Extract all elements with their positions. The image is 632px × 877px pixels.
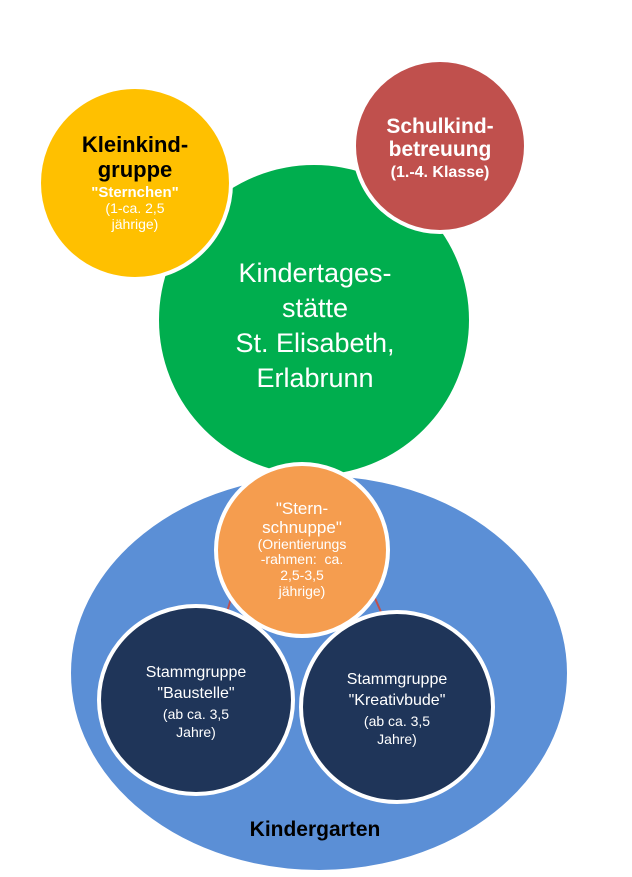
schulkind-circle	[352, 58, 528, 234]
baustelle-line-1: Stammgruppe	[145, 664, 247, 682]
kleinkind-name: "Sternchen"	[91, 183, 179, 201]
baustelle-circle	[97, 604, 295, 796]
kreativbude-circle	[299, 610, 495, 804]
baustelle-line-2: "Baustelle"	[157, 684, 235, 702]
baustelle-line-3: (ab ca. 3,5	[162, 705, 230, 722]
sternschnuppe-line-6: jährige)	[278, 582, 326, 599]
kreativbude-line-2: "Kreativbude"	[348, 691, 446, 709]
kindergarten-title: Kindergarten	[249, 818, 381, 842]
baustelle-label: Stammgruppe "Baustelle" (ab ca. 3,5 Jahr…	[116, 654, 276, 750]
kreativbude-line-3: (ab ca. 3,5	[363, 712, 431, 729]
schulkind-title-1: Schulkind-	[386, 114, 494, 138]
sternschnuppe-line-1: "Stern-	[275, 498, 329, 518]
sternschnuppe-line-3: (Orientierungs	[257, 535, 347, 552]
kita-line-3: St. Elisabeth,	[235, 328, 395, 358]
schulkind-detail: (1.-4. Klasse)	[390, 163, 490, 181]
kita-label: Kindertages- stätte St. Elisabeth, Erlab…	[190, 246, 440, 406]
kita-line-4: Erlabrunn	[256, 363, 374, 394]
kreativbude-line-4: Jahre)	[377, 730, 417, 747]
kleinkind-title-1: Kleinkind-	[81, 132, 189, 158]
kleinkind-title-2: gruppe	[97, 156, 173, 182]
kleinkind-label: Kleinkind- gruppe "Sternchen" (1-ca. 2,5…	[55, 118, 215, 248]
kita-line-1: Kindertages-	[238, 257, 392, 288]
kleinkind-detail-1: (1-ca. 2,5	[105, 200, 165, 217]
kleinkind-circle	[37, 85, 233, 281]
sternschnuppe-line-5: 2,5-3,5	[280, 567, 324, 584]
sternschnuppe-line-2: schnuppe"	[262, 517, 342, 537]
schulkind-title-2: betreuung	[388, 138, 492, 162]
kindergarten-label: Kindergarten	[210, 815, 420, 845]
sternschnuppe-line-4: -rahmen: ca.	[260, 551, 344, 568]
kreativbude-line-1: Stammgruppe	[346, 671, 448, 689]
sternschnuppe-label: "Stern- schnuppe" (Orientierungs -rahmen…	[232, 478, 372, 620]
kreativbude-label: Stammgruppe "Kreativbude" (ab ca. 3,5 Ja…	[317, 661, 477, 757]
baustelle-line-4: Jahre)	[176, 723, 216, 740]
kleinkind-detail-2: jährige)	[111, 216, 159, 233]
sternschnuppe-circle	[214, 462, 390, 638]
kita-line-2: stätte	[281, 292, 349, 323]
schulkind-label: Schulkind- betreuung (1.-4. Klasse)	[365, 100, 515, 196]
